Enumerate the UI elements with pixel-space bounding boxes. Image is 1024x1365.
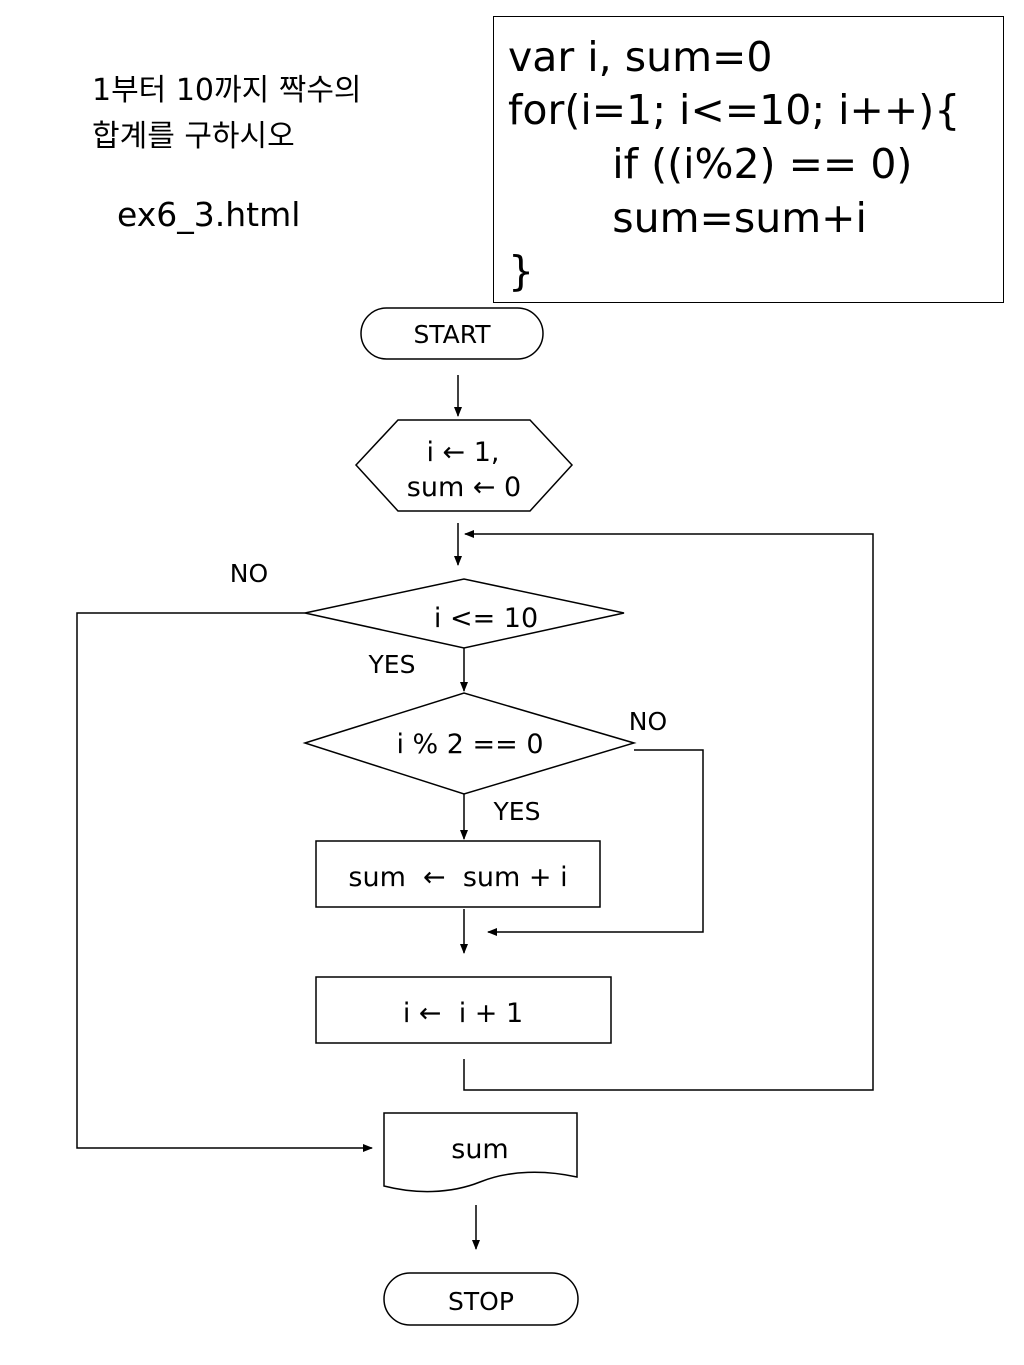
code-line-2: for(i=1; i<=10; i++){ [508, 86, 961, 134]
loop-back-connector [463, 530, 874, 1091]
loop-condition-diamond: i <= 10 [304, 578, 625, 649]
accumulate-text: sum ← sum + i [348, 862, 567, 893]
start-terminator: START [360, 307, 544, 360]
accumulate-process-box: sum ← sum + i [315, 840, 601, 908]
output-document-shape: sum [383, 1112, 578, 1193]
code-line-3: if ((i%2) == 0) [508, 140, 913, 188]
even-no-label: NO [629, 707, 667, 736]
code-line-5: } [508, 247, 535, 295]
stop-label: STOP [448, 1287, 514, 1316]
arrow-loop-no-to-output [76, 612, 373, 1152]
task-line-1: 1부터 10까지 짝수의 [92, 73, 362, 108]
task-line-2: 합계를 구하시오 [92, 119, 295, 154]
arrow-even-no-to-merge [487, 749, 704, 936]
init-line-2: sum ← 0 [407, 472, 521, 503]
even-condition-diamond: i % 2 == 0 [302, 692, 637, 795]
increment-process-box: i ← i + 1 [315, 976, 612, 1044]
loop-yes-label: YES [368, 650, 416, 679]
even-condition-text: i % 2 == 0 [396, 729, 543, 760]
loop-condition-text: i <= 10 [434, 603, 538, 634]
even-yes-label: YES [493, 797, 541, 826]
code-box: var i, sum=0 for(i=1; i<=10; i++){ if ((… [493, 16, 1004, 303]
output-text: sum [451, 1134, 508, 1165]
init-hexagon: i ← 1, sum ← 0 [354, 419, 574, 512]
code-line-1: var i, sum=0 [508, 33, 773, 81]
filename-label: ex6_3.html [117, 195, 301, 234]
init-line-1: i ← 1, [426, 437, 499, 468]
stop-terminator: STOP [383, 1272, 579, 1326]
increment-text: i ← i + 1 [403, 998, 523, 1029]
loop-no-label: NO [230, 559, 268, 588]
start-label: START [413, 320, 491, 349]
code-line-4: sum=sum+i [508, 194, 867, 242]
